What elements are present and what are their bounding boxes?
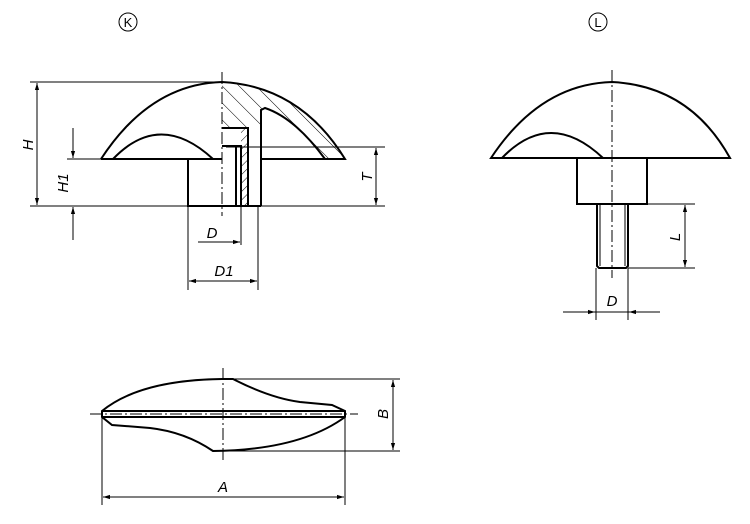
section-hatch: [222, 82, 345, 159]
label-h: H: [20, 139, 37, 150]
knob-outline: [489, 80, 732, 159]
label-h1: H1: [55, 173, 72, 192]
view-marker-k: K: [124, 15, 133, 30]
hub: [187, 159, 261, 207]
knob-outline: [100, 80, 347, 206]
label-l: L: [667, 233, 684, 241]
label-d: D: [607, 293, 618, 310]
view-marker-l-circle: [588, 12, 608, 32]
label-d: D: [207, 225, 218, 242]
view-marker-k-circle: [118, 12, 138, 32]
insert-hatch: [241, 128, 248, 206]
threaded-stud: [596, 204, 629, 269]
view-top: B A: [90, 368, 400, 505]
view-k: K H H1 T D D1: [20, 12, 385, 290]
label-b: B: [375, 409, 392, 419]
grip-recess: [501, 132, 604, 159]
grip-recess: [112, 133, 214, 160]
view-marker-l: L: [594, 15, 601, 30]
label-a: A: [217, 479, 228, 496]
view-l: L L D: [489, 12, 732, 320]
label-d1: D1: [214, 263, 233, 280]
label-t: T: [359, 171, 376, 182]
threaded-insert: [222, 127, 249, 206]
